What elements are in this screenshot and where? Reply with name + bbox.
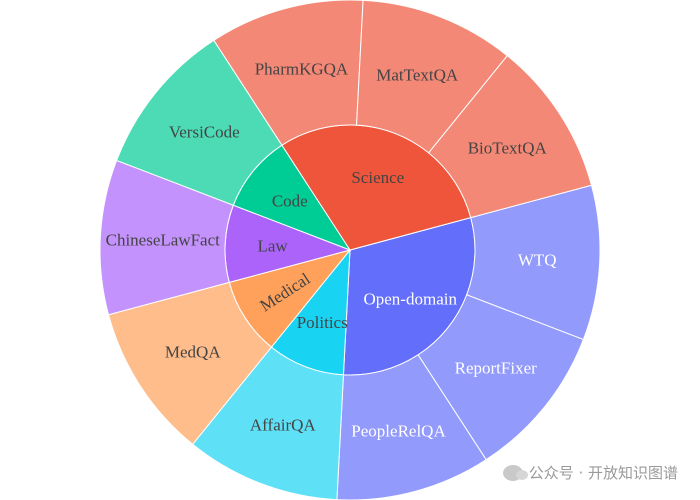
label-chineselawfact: ChineseLawFact [106,231,221,250]
watermark: 公众号 · 开放知识图谱 [502,462,678,483]
segment-biotextqa[interactable] [427,55,593,219]
watermark-text: 公众号 · 开放知识图谱 [528,464,678,482]
label-affairqa: AffairQA [250,416,316,435]
label-open-domain: Open-domain [363,289,457,308]
label-wtq: WTQ [518,250,557,269]
label-biotextqa: BioTextQA [468,138,548,157]
label-law: Law [257,236,288,255]
label-reportfixer: ReportFixer [455,358,537,377]
wechat-icon [502,464,528,481]
label-science: Science [351,168,404,187]
label-politics: Politics [297,313,348,332]
label-versicode: VersiCode [169,123,240,142]
label-pharmkgqa: PharmKGQA [255,59,349,78]
label-peoplerelqa: PeopleRelQA [351,422,446,441]
label-mattextqa: MatTextQA [376,65,459,84]
label-medqa: MedQA [165,343,221,362]
label-code: Code [272,192,308,211]
